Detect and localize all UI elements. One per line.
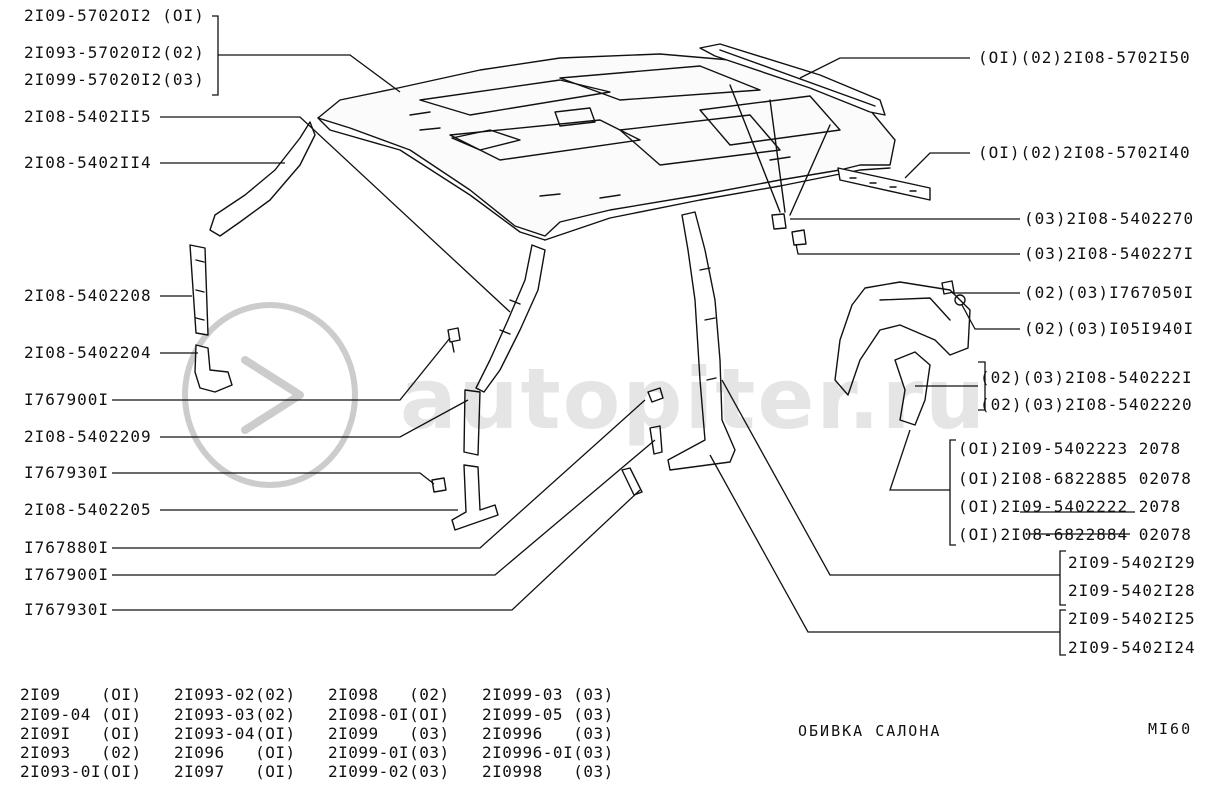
- page-title: ОБИВКА САЛОНА: [798, 722, 942, 740]
- label-arch-6822885: (OI)2I08-6822885 02078: [958, 469, 1192, 488]
- label-part-209: 2I08-5402209: [24, 427, 152, 446]
- model-cell-3-0: 2I093 (02): [20, 743, 142, 762]
- clip-270: [771, 213, 787, 230]
- model-cell-1-1: 2I093-03(02): [174, 705, 296, 724]
- model-cell-0-3: 2I099-03 (03): [482, 685, 614, 704]
- label-headliner-01: 2I09-5702OI2 (OI): [24, 6, 205, 25]
- washer-105I940I: [954, 294, 966, 306]
- model-cell-1-3: 2I099-05 (03): [482, 705, 614, 724]
- label-clip-2271: (03)2I08-540227I: [1024, 244, 1195, 263]
- label-headliner-03: 2I099-57020I2(03): [24, 70, 205, 89]
- label-trim-129: 2I09-5402I29: [1068, 553, 1196, 572]
- label-part-208: 2I08-5402208: [24, 286, 152, 305]
- pillar-lower-209: [463, 389, 481, 456]
- model-cell-0-2: 2I098 (02): [328, 685, 450, 704]
- middle-pillar-trim: [475, 244, 546, 393]
- label-trim-124: 2I09-5402I24: [1068, 638, 1196, 657]
- arch-insert: [894, 351, 931, 426]
- model-cell-1-0: 2I09-04 (OI): [20, 705, 142, 724]
- label-arch-6822884: (OI)2I08-6822884 02078: [958, 525, 1192, 544]
- front-pillar-upper-trim: [209, 121, 316, 237]
- pillar-lower-205: [451, 464, 499, 531]
- label-arch-2222: (OI)2I09-5402222 2078: [958, 497, 1182, 516]
- screw-1767050I: [941, 280, 955, 295]
- bracket-204: [194, 344, 233, 393]
- label-part-1767930I-a: I767930I: [24, 463, 110, 482]
- screw-1767880I: [647, 387, 664, 403]
- label-headliner-02: 2I093-57020I2(02): [24, 43, 205, 62]
- label-insert-2221: (02)(03)2I08-540222I: [980, 368, 1193, 387]
- pillar-trim-208: [189, 244, 209, 336]
- model-cell-4-1: 2I097 (OI): [174, 762, 296, 781]
- roof-strip-140: [837, 167, 931, 201]
- label-part-1767900I-a: I767900I: [24, 390, 110, 409]
- model-cell-3-1: 2I096 (OI): [174, 743, 296, 762]
- label-strip-150: (OI)(02)2I08-5702I50: [978, 48, 1191, 67]
- label-part-1767880I: I767880I: [24, 538, 110, 557]
- label-strip-140: (OI)(02)2I08-5702I40: [978, 143, 1191, 162]
- label-trim-125: 2I09-5402I25: [1068, 609, 1196, 628]
- label-washer-105I940I: (02)(03)I05I940I: [1024, 319, 1195, 338]
- label-clip-270: (03)2I08-5402270: [1024, 209, 1195, 228]
- model-cell-4-0: 2I093-0I(OI): [20, 762, 142, 781]
- model-cell-4-2: 2I099-02(03): [328, 762, 450, 781]
- label-part-205: 2I08-5402205: [24, 500, 152, 519]
- model-cell-0-0: 2I09 (OI): [20, 685, 142, 704]
- model-cell-3-2: 2I099-0I(03): [328, 743, 450, 762]
- label-part-1767900I-b: I767900I: [24, 565, 110, 584]
- roof-strip-150: [699, 43, 886, 116]
- model-cell-1-2: 2I098-0I(OI): [328, 705, 450, 724]
- screw-1767900I-b: [649, 425, 663, 455]
- label-part-1767930I-b: I767930I: [24, 600, 110, 619]
- clip-2271: [791, 229, 807, 246]
- label-screw-1767050I: (02)(03)I767050I: [1024, 283, 1195, 302]
- label-trim-128: 2I09-5402I28: [1068, 581, 1196, 600]
- watermark-text: autopiter.ru: [400, 350, 987, 448]
- watermark-logo: [182, 302, 358, 488]
- model-cell-3-3: 2I0996-0I(03): [482, 743, 614, 762]
- watermark-logo-arrow: [241, 356, 304, 434]
- label-part-204: 2I08-5402204: [24, 343, 152, 362]
- model-cell-2-1: 2I093-04(OI): [174, 724, 296, 743]
- model-cell-2-3: 2I0996 (03): [482, 724, 614, 743]
- model-cell-4-3: 2I0998 (03): [482, 762, 614, 781]
- label-part-114: 2I08-5402II4: [24, 153, 152, 172]
- screw-1767900I-a: [447, 327, 461, 353]
- page-code: MI60: [1148, 720, 1193, 738]
- rear-pillar-trim: [667, 211, 736, 471]
- roof-headliner: [317, 53, 896, 241]
- screw-1767930I-a: [431, 477, 447, 493]
- screw-1767930I-b: [621, 467, 643, 496]
- label-arch-2223: (OI)2I09-5402223 2078: [958, 439, 1182, 458]
- model-cell-0-1: 2I093-02(02): [174, 685, 296, 704]
- label-part-115: 2I08-5402II5: [24, 107, 152, 126]
- model-cell-2-0: 2I09I (OI): [20, 724, 142, 743]
- label-insert-2220: (02)(03)2I08-5402220: [980, 395, 1193, 414]
- model-cell-2-2: 2I099 (03): [328, 724, 450, 743]
